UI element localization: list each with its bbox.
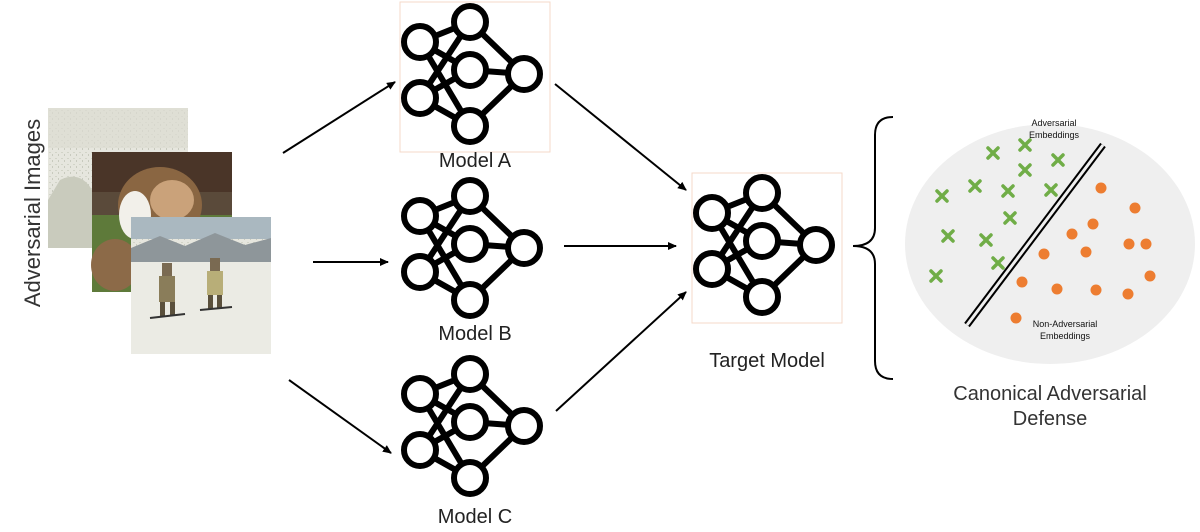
- canonical-defense-title-line1: Canonical Adversarial: [953, 383, 1147, 405]
- model-b-label: Model B: [438, 323, 512, 345]
- model-c-box: [404, 358, 540, 494]
- target-model-label: Target Model: [709, 350, 825, 372]
- non-adversarial-dot-marker-icon: [1016, 276, 1028, 288]
- adversarial-x-marker-icon: [1003, 211, 1017, 225]
- model-a-label: Model A: [438, 150, 512, 172]
- adversarial-image-3: [131, 217, 271, 354]
- embedding-space: [905, 124, 1195, 364]
- non-adversarial-dot-marker-icon: [1122, 288, 1134, 300]
- adversarial-x-marker-icon: [1018, 163, 1032, 177]
- non-adversarial-embeddings-label-line1: Non-Adversarial: [1032, 319, 1098, 329]
- adversarial-images-stack: [48, 108, 271, 354]
- neural-network-icon: [404, 180, 540, 316]
- non-adversarial-embeddings-label: Non-Adversarial Embeddings: [1015, 318, 1115, 342]
- non-adversarial-dot-marker-icon: [1144, 270, 1156, 282]
- adversarial-images-label: Adversarial Images: [20, 118, 45, 308]
- non-adversarial-dot-marker-icon: [1087, 218, 1099, 230]
- non-adversarial-embeddings-label-line2: Embeddings: [1039, 331, 1091, 341]
- decision-boundary: [964, 142, 1106, 328]
- arrow-images-to-model-a: [282, 81, 396, 154]
- adversarial-x-marker-icon: [1018, 138, 1032, 152]
- adversarial-embeddings-label-line2: Embeddings: [1028, 130, 1080, 140]
- adversarial-x-marker-icon: [941, 229, 955, 243]
- adversarial-x-marker-icon: [991, 256, 1005, 270]
- non-adversarial-dot-marker-icon: [1051, 283, 1063, 295]
- non-adversarial-dot-marker-icon: [1095, 182, 1107, 194]
- non-adversarial-dot-marker-icon: [1140, 238, 1152, 250]
- neural-network-icon: [404, 358, 540, 494]
- non-adversarial-dot-marker-icon: [1123, 238, 1135, 250]
- adversarial-x-marker-icon: [1051, 153, 1065, 167]
- arrow-model-a-to-target: [554, 83, 687, 191]
- non-adversarial-dot-marker-icon: [1010, 312, 1022, 324]
- arrow-images-to-model-c: [288, 379, 392, 454]
- non-adversarial-dot-marker-icon: [1090, 284, 1102, 296]
- adversarial-x-marker-icon: [1044, 183, 1058, 197]
- adversarial-markers: [929, 138, 1065, 283]
- non-adversarial-markers: [1010, 182, 1156, 324]
- non-adversarial-dot-marker-icon: [1066, 228, 1078, 240]
- adversarial-x-marker-icon: [979, 233, 993, 247]
- adversarial-x-marker-icon: [929, 269, 943, 283]
- adversarial-x-marker-icon: [935, 189, 949, 203]
- non-adversarial-dot-marker-icon: [1038, 248, 1050, 260]
- non-adversarial-dot-marker-icon: [1080, 246, 1092, 258]
- canonical-defense-title: Canonical Adversarial Defense: [930, 382, 1170, 432]
- adversarial-x-marker-icon: [986, 146, 1000, 160]
- target-model-box: [691, 172, 843, 324]
- model-b-box: [404, 180, 540, 316]
- canonical-defense-title-line2: Defense: [1012, 408, 1088, 430]
- adversarial-embeddings-label-line1: Adversarial: [1031, 118, 1077, 128]
- adversarial-x-marker-icon: [968, 179, 982, 193]
- non-adversarial-dot-marker-icon: [1129, 202, 1141, 214]
- adversarial-embeddings-label: Adversarial Embeddings: [1004, 117, 1104, 141]
- model-c-label: Model C: [437, 506, 513, 528]
- adversarial-x-marker-icon: [1001, 184, 1015, 198]
- grouping-brace: [852, 116, 894, 380]
- arrow-model-c-to-target: [555, 291, 687, 412]
- model-a-box: [399, 1, 551, 153]
